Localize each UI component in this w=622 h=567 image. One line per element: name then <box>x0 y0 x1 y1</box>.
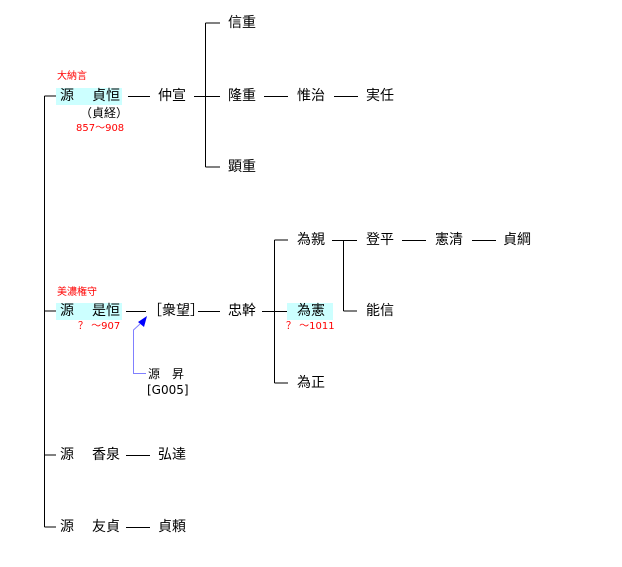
person-tamenori[interactable]: 為憲 <box>287 303 333 320</box>
alt-name: （貞経） <box>80 106 129 120</box>
person-koretsune[interactable]: 源 是恒 <box>56 303 122 320</box>
title-label: 美濃権守 <box>57 287 97 298</box>
clan-label: 源 <box>60 519 74 535</box>
person-tomosada[interactable]: 友貞 <box>92 519 120 535</box>
life-years: ？ ～1011 <box>286 321 335 332</box>
person-kaizumi[interactable]: 香泉 <box>92 447 120 463</box>
person-sadatsuna[interactable]: 貞綱 <box>503 232 531 248</box>
person-noboru[interactable]: 源 昇 <box>148 367 185 381</box>
person-shubou[interactable]: ［衆望］ <box>148 303 204 319</box>
person-sanetou[interactable]: 実任 <box>366 88 394 104</box>
reference-id[interactable]: [G005] <box>147 383 189 397</box>
person-akishige[interactable]: 顕重 <box>228 159 256 175</box>
reference-arrow <box>133 316 147 374</box>
life-years: ？ ～907 <box>78 321 121 332</box>
person-tadamoto[interactable]: 忠幹 <box>228 303 256 319</box>
person-norikiyo[interactable]: 憲清 <box>435 232 463 248</box>
life-years: 857～908 <box>76 123 125 134</box>
person-yoshinobu[interactable]: 能信 <box>366 303 394 319</box>
clan-label: 源 <box>60 447 74 463</box>
person-takashige[interactable]: 隆重 <box>228 88 256 104</box>
title-label: 大納言 <box>57 71 87 82</box>
person-nobushige[interactable]: 信重 <box>228 15 256 31</box>
person-sadatsune[interactable]: 源 貞恒 <box>56 88 122 105</box>
person-koreharu[interactable]: 惟治 <box>297 88 325 104</box>
person-hirosato[interactable]: 弘達 <box>158 447 186 463</box>
person-tamechika[interactable]: 為親 <box>297 232 325 248</box>
person-nakanobu[interactable]: 仲宣 <box>158 88 186 104</box>
person-tohira[interactable]: 登平 <box>366 232 394 248</box>
person-sadayori[interactable]: 貞頼 <box>158 519 186 535</box>
person-tamemasa[interactable]: 為正 <box>297 375 325 391</box>
